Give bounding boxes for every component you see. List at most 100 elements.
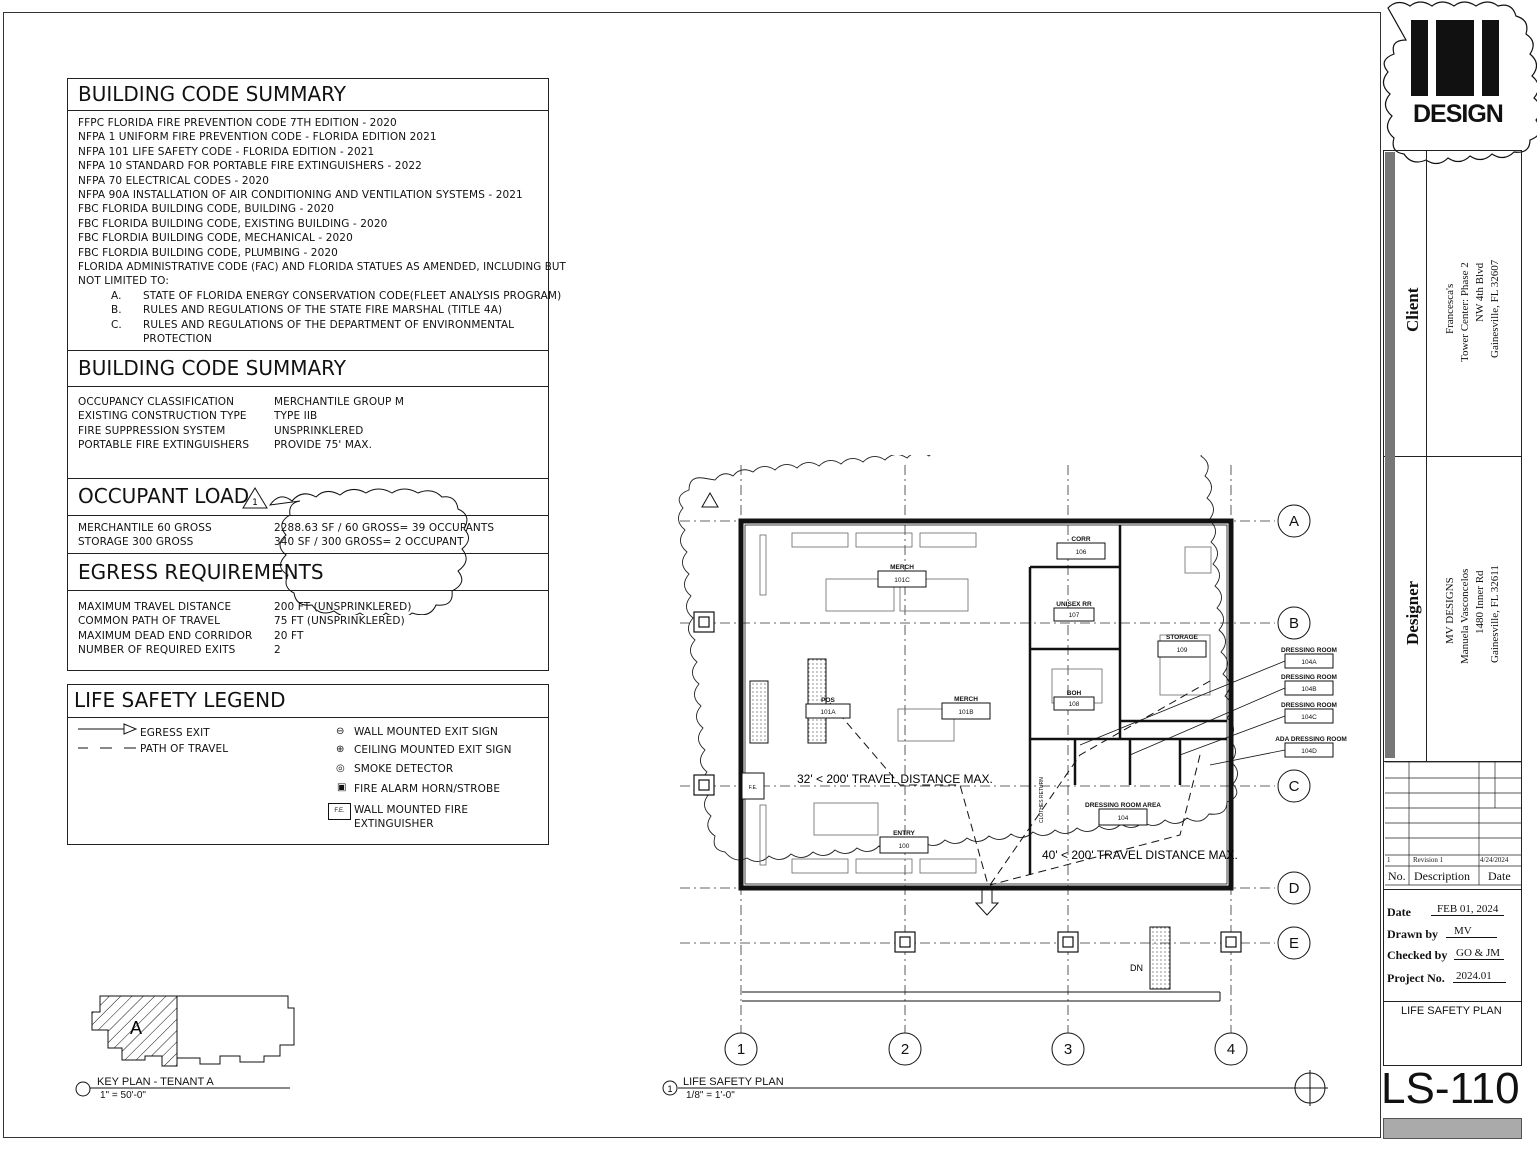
row-value: 75 FT (UNSPRINKLERED) [274,615,405,628]
designer-line-2: Manuela Vasconcelos [1459,568,1471,664]
grid-bubble-4: 4 [1227,1041,1235,1058]
plan-number: 1 [667,1084,672,1094]
item-text: PROTECTION [143,333,212,346]
row-value: 20 FT [274,629,304,642]
room-num-unisex: 107 [1069,612,1080,619]
dressing-tag-name: DRESSING ROOM [1281,702,1337,709]
occupant-load-title: OCCUPANT LOAD [78,484,250,508]
rev-header-date: Date [1488,869,1511,883]
room-name-boh: BOH [1067,690,1082,697]
travel-distance-1: 32' < 200' TRAVEL DISTANCE MAX. [797,772,993,786]
row-value: UNSPRINKLERED [274,424,364,437]
extinguisher-icon: F.E. [328,803,351,820]
row-label: PORTABLE FIRE EXTINGUISHERS [78,439,250,452]
egress-arrow-icon [78,723,138,749]
key-plan-title: KEY PLAN - TENANT A [97,1076,214,1088]
room-num-pos: 101A [820,709,836,716]
designer-line-1: MV DESIGNS [1444,577,1456,644]
sheet-border [3,12,1381,1138]
dressing-tag-num: 104C [1301,714,1317,721]
divider [1384,1001,1521,1002]
project-label: Project No. [1387,971,1445,985]
code-line: NFPA 101 LIFE SAFETY CODE - FLORIDA EDIT… [78,145,375,158]
code-line: NFPA 1 UNIFORM FIRE PREVENTION CODE - FL… [78,131,437,144]
grid-bubble-c: C [1289,778,1300,795]
row-label: MAXIMUM DEAD END CORRIDOR [78,629,253,642]
wall-exit-sign-icon: ⊖ [336,726,345,737]
room-num-corr: 106 [1076,549,1087,556]
code-line: NFPA 90A INSTALLATION OF AIR CONDITIONIN… [78,189,523,202]
legend-extinguisher-2: EXTINGUISHER [354,818,434,830]
code-line: NFPA 70 ELECTRICAL CODES - 2020 [78,174,269,187]
checked-label: Checked by [1387,948,1448,962]
plan-title: LIFE SAFETY PLAN [683,1076,784,1088]
legend-wall-exit: WALL MOUNTED EXIT SIGN [354,726,498,738]
code-line: FBC FLORDIA BUILDING CODE, MECHANICAL - … [78,232,353,245]
legend-path-of-travel: PATH OF TRAVEL [140,743,229,755]
code-list: FFPC FLORIDA FIRE PREVENTION CODE 7TH ED… [78,116,566,346]
row-label: NUMBER OF REQUIRED EXITS [78,644,236,657]
code-summary-title-1: BUILDING CODE SUMMARY [78,82,346,106]
code-summary-title-2: BUILDING CODE SUMMARY [78,356,346,380]
room-name-corr: CORR [1071,536,1090,543]
revision-date: 4/24/2024 [1480,856,1509,864]
logo-mark-notch [1474,20,1482,96]
legend-horn: FIRE ALARM HORN/STROBE [354,783,501,795]
row-value: PROVIDE 75' MAX. [274,439,373,452]
revision-no: 1 [1387,856,1391,864]
room-name-pos: POS [821,697,835,704]
room-name-merch-b: MERCH [954,696,978,703]
designer-line-4: Gainesville, FL 32611 [1489,565,1501,663]
fe-tag: F.E. [334,808,345,814]
dressing-tag-num: 104B [1301,686,1316,693]
dressing-tag-name: ADA DRESSING ROOM [1275,736,1347,743]
legend-smoke: SMOKE DETECTOR [354,763,454,775]
code-line: FLORIDA ADMINISTRATIVE CODE (FAC) AND FL… [78,261,566,274]
divider [68,386,548,387]
room-num-merch-c: 101C [894,577,910,584]
grid-bubble-d: D [1289,880,1300,897]
row-label: MAXIMUM TRAVEL DISTANCE [78,601,232,613]
clothes-return-label: CLOTHES RETURN [1039,777,1045,823]
grid-bubble-a: A [1289,513,1299,530]
row-value: MERCHANTILE GROUP M [274,396,405,408]
legend-egress-exit: EGRESS EXIT [140,727,210,739]
divider [1384,761,1521,762]
grid-bubble-e: E [1289,935,1299,952]
row-label: STORAGE 300 GROSS [78,536,194,549]
divider [68,717,548,718]
row-value: 2 [274,644,281,657]
row-label: OCCUPANCY CLASSIFICATION [78,396,235,408]
drawn-value: MV [1446,925,1497,938]
room-num-dressing-area: 104 [1118,815,1129,822]
divider [68,478,548,479]
logo-cloud [1382,1,1537,165]
row-label: COMMON PATH OF TRAVEL [78,615,221,628]
checked-value: GO & JM [1454,947,1505,960]
divider [1384,889,1521,890]
legend-title: LIFE SAFETY LEGEND [74,688,286,712]
legend-extinguisher-1: WALL MOUNTED FIRE [354,804,469,816]
date-label: Date [1387,905,1411,919]
divider [68,350,548,351]
rev-header-no: No. [1388,869,1406,883]
egress-title: EGRESS REQUIREMENTS [78,560,324,584]
project-value: 2024.01 [1453,970,1506,983]
divider [68,515,548,516]
code-line: FBC FLORIDA BUILDING CODE, EXISTING BUIL… [78,217,388,230]
ceiling-exit-sign-icon: ⊕ [336,744,345,755]
stair-dn-label: DN [1130,963,1143,973]
revision-cloud: 1 [242,487,469,615]
room-name-merch-c: MERCH [890,564,914,571]
room-name-entry: ENTRY [893,830,915,837]
code-line: FFPC FLORIDA FIRE PREVENTION CODE 7TH ED… [78,117,397,129]
row-value: 340 SF / 300 GROSS= 2 OCCUPANT [274,536,464,549]
date-value: FEB 01, 2024 [1431,903,1505,916]
row-value: 2288.63 SF / 60 GROSS= 39 OCCUPANTS [274,522,495,534]
drawn-label: Drawn by [1387,927,1439,941]
life-safety-floor-plan: CORR 106 MERCH 101C UNISEX RR 107 STORAG… [662,455,1347,1106]
key-plan-drawing: A [75,995,295,1097]
plan-scale: 1/8" = 1'-0" [686,1090,735,1101]
title-block-gray-strip [1385,152,1395,758]
